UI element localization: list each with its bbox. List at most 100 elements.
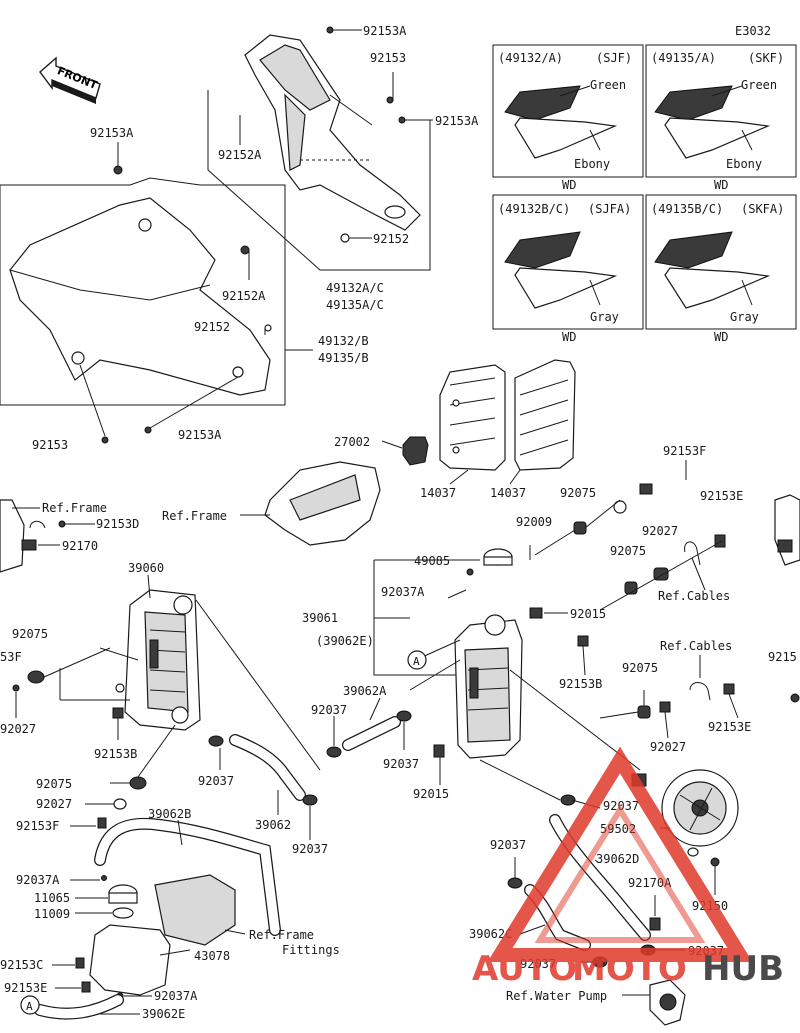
watermark-triangle-icon [487,746,753,962]
part-label: 92153A [90,126,134,140]
bolt-icon [326,26,334,34]
washer-icon [340,233,350,243]
swatch-panel-3: (49132B/C) (SJFA) Gray WD [492,194,644,344]
swatch-color-top: Green [590,78,626,92]
hose-39062a [326,697,412,758]
right-frame-ref [774,494,800,566]
part-label: 53F [0,650,22,664]
shroud-swatch-icon [504,85,581,121]
part-label: 92152 [194,320,230,334]
part-label: Ref.Frame [249,928,314,942]
bolt-icon [101,436,109,444]
part-label: 92153B [559,677,602,691]
part-label: 11009 [34,907,70,921]
watermark-part2: MOTO [572,949,687,989]
part-label: 92153E [4,981,47,995]
part-label: 92075 [12,627,48,641]
part-label: Ref.Water Pump [506,989,607,1003]
part-label: Ref.Frame [162,509,227,523]
callout-a-upper: A [407,650,427,670]
swatch-footer: WD [714,330,728,344]
swatch-code: (49132B/C) [498,202,570,216]
part-label: 92037A [381,585,425,599]
part-label: Ref.Frame [42,501,107,515]
swatch-variant: (SKFA) [741,202,784,216]
part-label: 92075 [560,486,596,500]
part-label: 92153A [435,114,479,128]
shroud-lower-icon [514,267,618,309]
shroud-swatch-icon [654,85,733,121]
part-label: 39062C [469,927,512,941]
part-label: 92037 [311,703,347,717]
left-lower-fasteners [70,724,176,829]
swatch-code: (49135B/C) [651,202,723,216]
hose-39062d [549,794,651,941]
shroud-lower-icon [664,117,771,159]
side-shroud-group [0,142,313,444]
part-label: 92153 [32,438,68,452]
watermark-part1: AUTO [472,949,577,989]
shroud-lower-icon [664,267,771,309]
part-label: 92075 [36,777,72,791]
part-label: 39062 [255,818,291,832]
part-label: 92153A [178,428,222,442]
part-label: 92170 [62,539,98,553]
reservoir-hose-39062e [34,994,140,1020]
part-label: 92027 [642,524,678,538]
swatch-color-bottom: Ebony [726,157,762,171]
swatch-color-bottom: Ebony [574,157,610,171]
part-label: 92152A [218,148,262,162]
upper-shroud-group [207,26,433,271]
swatch-color-top: Green [741,78,777,92]
bolt-icon [113,165,123,175]
part-label: 92153E [708,720,751,734]
part-label: 49132/B [318,334,369,348]
water-pump-ref [622,979,686,1026]
part-label: 92153F [663,444,706,458]
frame-ref-bracket [240,461,381,546]
part-label: 92009 [516,515,552,529]
washer-icon [264,324,272,332]
reservoir-hose-39062b [94,817,281,936]
part-label: 92037 [383,757,419,771]
hose-39062 [208,734,318,840]
part-label: 92027 [36,797,72,811]
part-label: 39062E [142,1007,185,1021]
part-label: 92015 [413,787,449,801]
part-label: 92037 [292,842,328,856]
right-fastener-group [534,460,726,611]
part-label: 49085 [414,554,450,568]
part-label: 39062D [596,852,639,866]
part-label: 92152 [373,232,409,246]
part-label: 92075 [610,544,646,558]
watermark-part3: HUB [702,949,784,989]
swatch-variant: (SKF) [748,51,784,65]
part-label: 39060 [128,561,164,575]
swatch-variant: (SJF) [596,51,632,65]
part-label: Fittings [282,943,340,957]
bolt-icon [144,426,152,434]
shroud-swatch-icon [654,231,733,269]
part-label: Ref.Cables [660,639,732,653]
part-label: 92153B [94,747,137,761]
side-shroud-part [9,197,271,396]
swatch-footer: WD [562,178,576,192]
swatch-code: (49132/A) [498,51,563,65]
part-label: 11065 [34,891,70,905]
shroud-lower-icon [514,117,618,159]
swatch-color-bottom: Gray [730,310,759,324]
part-label: 92075 [622,661,658,675]
pad-27002 [381,436,429,466]
part-label: 49135A/C [326,298,384,312]
part-label: 92153C [0,958,43,972]
radiator-grille-right [509,359,576,485]
part-label: 92153A [363,24,407,38]
swatch-variant: (SJFA) [588,202,631,216]
callout-a-lower: A [20,995,40,1015]
shroud-swatch-icon [504,231,581,269]
part-label: 92153 [370,51,406,65]
part-label: 49135/B [318,351,369,365]
part-label: 92037 [198,774,234,788]
part-label: 92037A [16,873,60,887]
